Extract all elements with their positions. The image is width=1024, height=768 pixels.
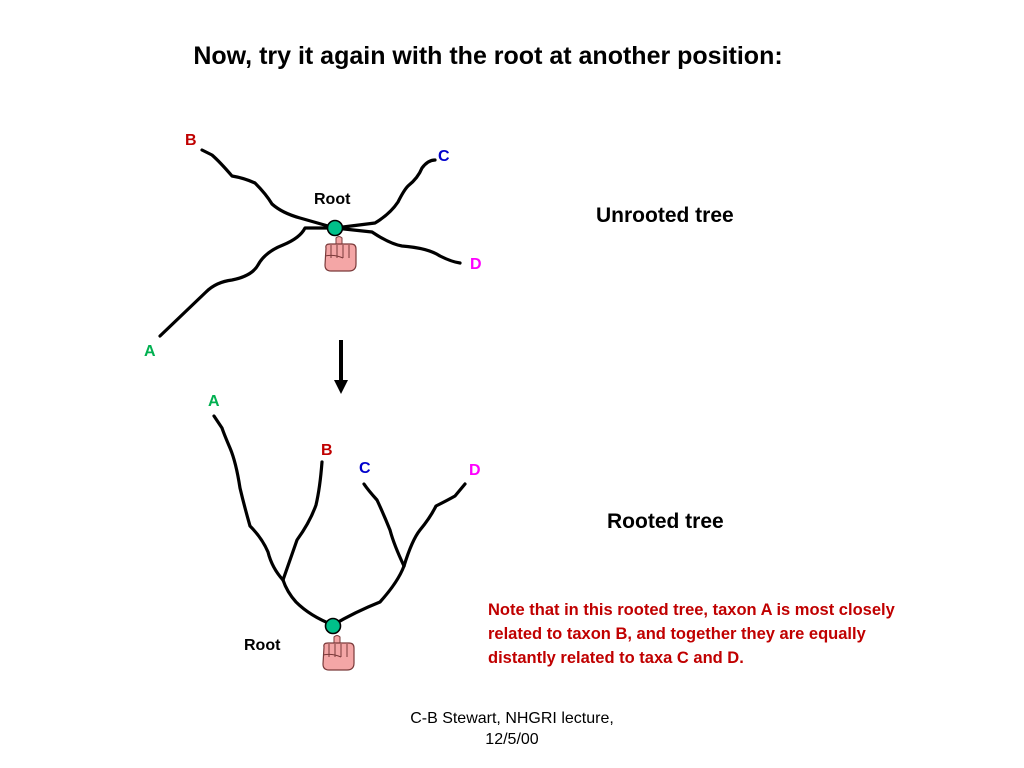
rooted-taxon-c: C	[359, 460, 371, 477]
branch-c	[362, 482, 406, 568]
rooted-taxon-a: A	[208, 393, 220, 410]
down-arrow-icon	[334, 340, 348, 394]
branch-a	[212, 414, 285, 582]
footer-line-1: C-B Stewart, NHGRI lecture,	[410, 710, 614, 727]
hand-icon	[322, 634, 355, 671]
root-node-icon	[326, 219, 344, 237]
footer: C-B Stewart, NHGRI lecture, 12/5/00	[312, 708, 712, 750]
hand-icon	[324, 235, 357, 272]
rooted-taxon-b: B	[321, 442, 333, 459]
footer-line-2: 12/5/00	[485, 731, 539, 748]
unrooted-taxon-d: D	[470, 256, 482, 273]
unrooted-taxon-a: A	[144, 343, 156, 360]
branch-c	[333, 158, 437, 230]
rooted-root-label: Root	[244, 637, 281, 654]
note-text: Note that in this rooted tree, taxon A i…	[488, 601, 895, 667]
unrooted-taxon-c: C	[438, 148, 450, 165]
branch-root-right	[331, 564, 406, 627]
root-node-icon	[324, 617, 342, 635]
unrooted-tree	[158, 148, 462, 338]
rooted-tree	[212, 414, 467, 627]
branch-d	[333, 226, 462, 265]
branch-d	[402, 482, 467, 568]
unrooted-tree-label: Unrooted tree	[596, 204, 734, 227]
branch-root-left	[281, 578, 335, 627]
unrooted-taxon-b: B	[185, 132, 197, 149]
unrooted-root-label: Root	[314, 191, 351, 208]
rooted-tree-label: Rooted tree	[607, 510, 724, 533]
page-title: Now, try it again with the root at anoth…	[193, 42, 783, 70]
rooted-taxon-d: D	[469, 462, 481, 479]
branch-a	[158, 226, 337, 338]
branch-b	[200, 148, 337, 230]
branch-b	[281, 460, 324, 582]
